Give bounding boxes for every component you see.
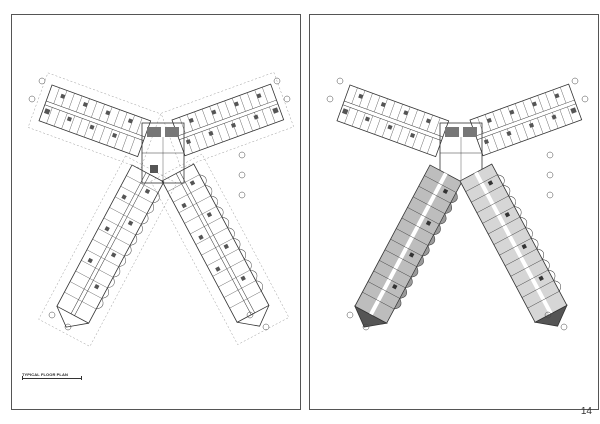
grid-markers: [326, 77, 589, 331]
wing-bottom-left-shaded: [354, 164, 463, 328]
grid-markers: [28, 77, 291, 331]
wing-top-right: [469, 83, 583, 157]
wing-bottom-right-shaded: [459, 163, 568, 327]
page-number: 14: [580, 406, 592, 417]
plan-caption: TYPICAL FLOOR PLAN: [22, 372, 68, 377]
wing-top-right: [160, 72, 294, 169]
floor-plan-right: [326, 77, 589, 331]
wing-top-left: [336, 84, 450, 158]
wing-bottom-right: [150, 153, 290, 345]
scale-bar: [22, 376, 82, 380]
drawing-sheet-right: [309, 14, 599, 410]
wing-bottom-left: [38, 155, 177, 347]
drawing-sheet-left: TYPICAL FLOOR PLAN: [11, 14, 301, 410]
floor-plan-left: [27, 72, 294, 347]
wing-top-left: [27, 72, 161, 169]
